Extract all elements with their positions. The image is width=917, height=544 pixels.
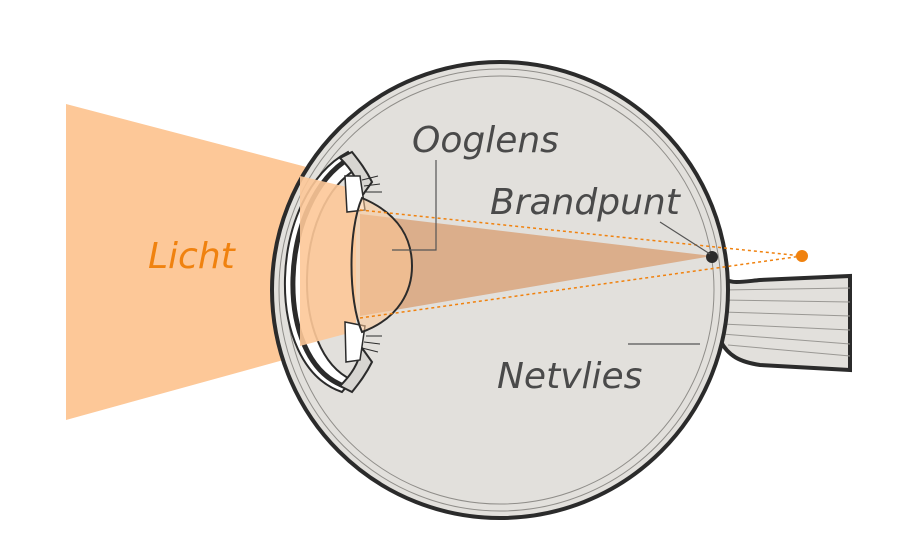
light-ray-lines bbox=[359, 209, 803, 319]
light-label: Licht bbox=[148, 236, 237, 277]
retina-label: Netvlies bbox=[497, 356, 642, 397]
eye-lens bbox=[350, 196, 414, 334]
virtual-focal-point-dot bbox=[796, 250, 808, 262]
focal-point-label: Brandpunt bbox=[490, 182, 682, 223]
light-in-eye bbox=[300, 176, 356, 346]
optic-nerve bbox=[718, 269, 852, 373]
leader-lines bbox=[392, 160, 711, 345]
lens-label: Ooglens bbox=[412, 120, 559, 161]
focus-cone bbox=[360, 214, 712, 316]
iris-top bbox=[338, 150, 382, 213]
